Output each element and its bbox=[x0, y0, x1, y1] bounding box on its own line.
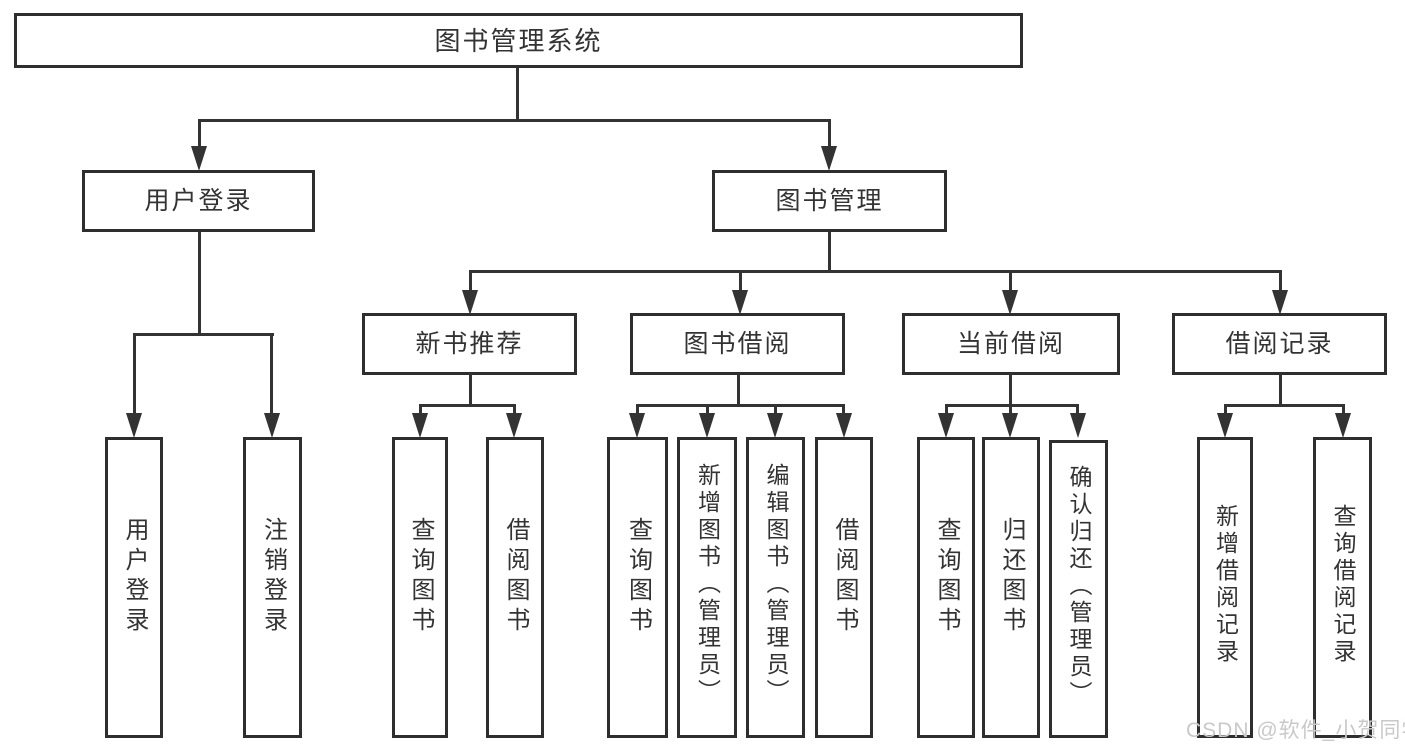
connector-stem bbox=[1076, 404, 1079, 418]
connector-stem bbox=[706, 404, 709, 418]
connector-stem bbox=[133, 333, 136, 417]
arrow-down-icon bbox=[506, 413, 522, 438]
arrow-down-icon bbox=[462, 290, 478, 315]
connector-stem bbox=[419, 404, 422, 418]
connector-stem bbox=[842, 404, 845, 418]
arrow-down-icon bbox=[767, 413, 783, 438]
arrow-down-icon bbox=[1002, 290, 1018, 315]
leaf-user-login: 用户登录 bbox=[105, 437, 163, 738]
arrow-down-icon bbox=[1002, 413, 1018, 438]
arrow-down-icon bbox=[1070, 413, 1086, 438]
connector-stem bbox=[198, 119, 201, 150]
connector-stem bbox=[774, 404, 777, 418]
leaf-current-query-books: 查询图书 bbox=[917, 437, 975, 738]
connector-drop bbox=[469, 373, 472, 406]
leaf-query-borrow-record: 查询借阅记录 bbox=[1313, 437, 1372, 738]
arrow-down-icon bbox=[699, 413, 715, 438]
connector-user-login-rail bbox=[133, 333, 274, 336]
connector-stem bbox=[828, 119, 831, 150]
arrow-down-icon bbox=[191, 146, 207, 171]
leaf-logout: 注销登录 bbox=[243, 437, 302, 738]
node-book-management: 图书管理 bbox=[712, 170, 947, 232]
arrow-down-icon bbox=[264, 413, 280, 438]
connector-drop bbox=[1279, 373, 1282, 406]
arrow-down-icon bbox=[732, 290, 748, 315]
arrow-down-icon bbox=[821, 146, 837, 171]
connector-rail bbox=[636, 404, 845, 407]
connector-stem bbox=[513, 404, 516, 418]
leaf-recommend-query-books: 查询图书 bbox=[392, 437, 448, 738]
connector-root-rail bbox=[198, 119, 831, 122]
leaf-borrowing-query-books: 查询图书 bbox=[607, 437, 668, 738]
csdn-watermark: CSDN @软件_小贺同学 bbox=[1186, 719, 1405, 742]
node-current-borrowing: 当前借阅 bbox=[902, 313, 1120, 375]
connector-rail bbox=[945, 404, 1079, 407]
leaf-recommend-borrow-books: 借阅图书 bbox=[486, 437, 544, 738]
node-borrowing-records: 借阅记录 bbox=[1172, 313, 1387, 375]
node-new-book-recommend: 新书推荐 bbox=[362, 313, 577, 375]
connector-stem bbox=[469, 270, 472, 293]
leaf-return-books: 归还图书 bbox=[982, 437, 1040, 738]
leaf-edit-books-admin: 编辑图书（管理员） bbox=[746, 437, 805, 738]
leaf-add-borrow-record: 新增借阅记录 bbox=[1197, 437, 1253, 738]
connector-book-mgmt-drop bbox=[828, 232, 831, 272]
arrow-down-icon bbox=[1272, 290, 1288, 315]
connector-stem bbox=[1009, 270, 1012, 293]
connector-drop bbox=[737, 373, 740, 406]
node-root: 图书管理系统 bbox=[14, 13, 1023, 68]
arrow-down-icon bbox=[836, 413, 852, 438]
arrow-down-icon bbox=[126, 413, 142, 438]
connector-stem bbox=[1342, 404, 1345, 418]
arrow-down-icon bbox=[1335, 413, 1351, 438]
connector-rail bbox=[419, 404, 516, 407]
connector-root-drop bbox=[516, 68, 519, 121]
leaf-borrow-books: 借阅图书 bbox=[815, 437, 873, 738]
connector-stem bbox=[636, 404, 639, 418]
connector-book-mgmt-rail bbox=[469, 270, 1282, 273]
connector-stem bbox=[1009, 404, 1012, 418]
arrow-down-icon bbox=[629, 413, 645, 438]
arrow-down-icon bbox=[938, 413, 954, 438]
connector-stem bbox=[1279, 270, 1282, 293]
connector-stem bbox=[1224, 404, 1227, 418]
connector-user-login-drop bbox=[198, 232, 201, 335]
leaf-add-books-admin: 新增图书（管理员） bbox=[677, 437, 737, 738]
node-book-borrowing: 图书借阅 bbox=[630, 313, 845, 375]
connector-drop bbox=[1009, 373, 1012, 406]
connector-stem bbox=[945, 404, 948, 418]
connector-rail bbox=[1224, 404, 1345, 407]
arrow-down-icon bbox=[412, 413, 428, 438]
node-user-login: 用户登录 bbox=[82, 170, 315, 232]
connector-stem bbox=[270, 333, 273, 417]
connector-stem bbox=[739, 270, 742, 293]
leaf-confirm-return-admin: 确认归还（管理员） bbox=[1049, 440, 1108, 738]
arrow-down-icon bbox=[1217, 413, 1233, 438]
